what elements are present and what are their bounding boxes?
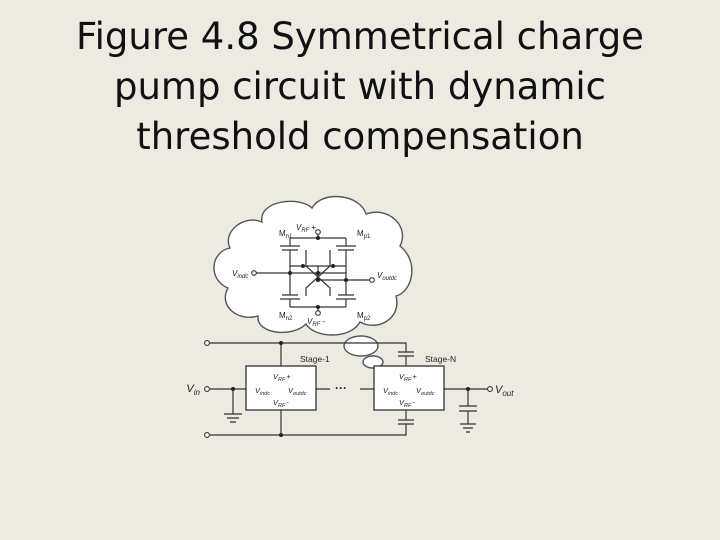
- stage-chain: Stage-1 Stage-N ··· VRF+ Vindc Voutdc VR…: [186, 340, 514, 438]
- title-line-3: threshold compensation: [136, 115, 584, 158]
- sn-vindc: Vindc: [383, 386, 398, 397]
- sn-vrf-minus: VRF-: [399, 398, 415, 409]
- vrf-minus-terminal: [315, 310, 321, 316]
- label-mp1: Mp1: [357, 229, 371, 240]
- s1-vrf-minus: VRF-: [273, 398, 289, 409]
- label-vrf-plus-cell: VRF+: [296, 223, 316, 234]
- label-mn1: Mn1: [279, 229, 293, 240]
- vout-terminal: [487, 386, 493, 392]
- label-mn2: Mn2: [279, 311, 293, 322]
- stage-n-label: Stage-N: [425, 354, 456, 364]
- vin-terminal: [204, 386, 210, 392]
- label-mp2: Mp2: [357, 311, 371, 322]
- stage-ellipsis: ···: [335, 381, 347, 395]
- sn-vrf-plus: VRF+: [399, 372, 417, 383]
- stage-n-block: [373, 365, 445, 411]
- title-line-2: pump circuit with dynamic: [113, 65, 607, 108]
- label-vindc-cell: Vindc: [232, 269, 248, 280]
- label-vrf-minus-cell: VRF-: [307, 317, 325, 328]
- voutdc-terminal: [369, 277, 375, 283]
- rf-plus-input-terminal: [204, 340, 210, 346]
- rf-minus-input-terminal: [204, 432, 210, 438]
- label-voutdc-cell: Voutdc: [377, 271, 397, 282]
- s1-voutdc: Voutdc: [288, 386, 307, 397]
- title-line-1: Figure 4.8 Symmetrical charge: [76, 15, 644, 58]
- sn-voutdc: Voutdc: [416, 386, 435, 397]
- vout-label: Vout: [495, 384, 514, 398]
- slide-title: Figure 4.8 Symmetrical charge pump circu…: [40, 12, 680, 162]
- vrf-plus-terminal: [315, 229, 321, 235]
- s1-vrf-plus: VRF+: [273, 372, 291, 383]
- vin-label: Vin: [186, 383, 200, 397]
- s1-vindc: Vindc: [255, 386, 270, 397]
- rectifier-cell: Mn1 VRF+ Mp1 Mn2 VRF- Mp2 Vindc Voutdc: [232, 223, 397, 328]
- vindc-terminal: [251, 270, 257, 276]
- stage-1-label: Stage-1: [300, 354, 330, 364]
